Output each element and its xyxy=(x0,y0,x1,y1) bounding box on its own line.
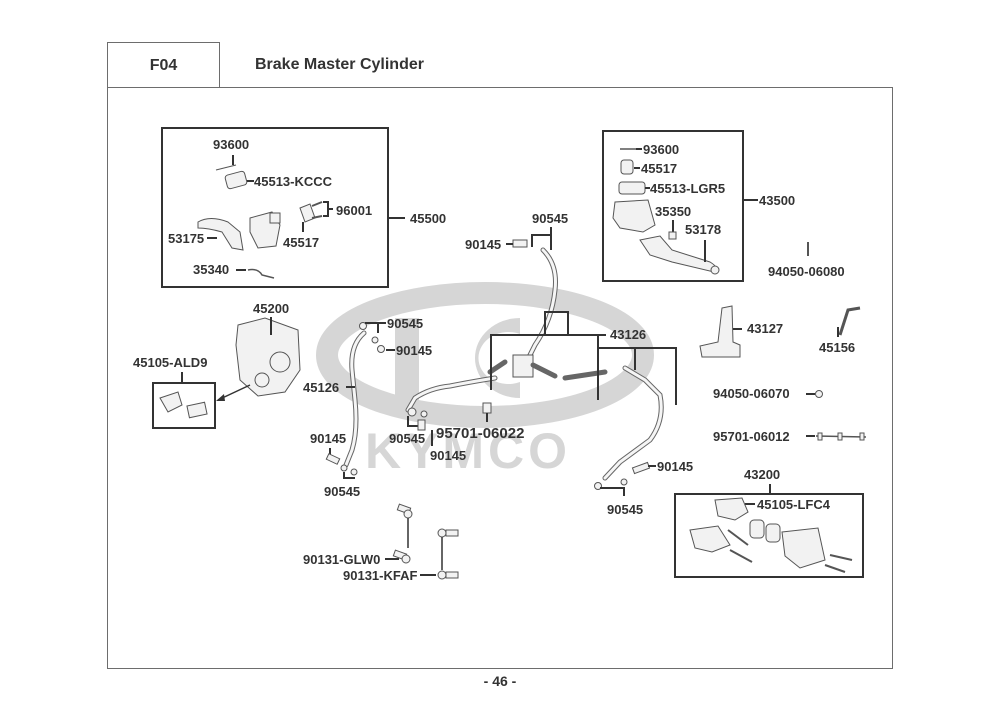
label-43500[interactable]: 43500 xyxy=(759,193,795,208)
bolt-95701-06022 xyxy=(482,402,492,414)
pad-b xyxy=(186,401,208,419)
cap-45513-kccc xyxy=(224,170,248,190)
label-35340[interactable]: 35340 xyxy=(193,262,229,277)
assembly-box-43200 xyxy=(674,493,864,578)
group-45126: 90545 90145 45126 90145 90545 xyxy=(303,316,432,499)
label-35350[interactable]: 35350 xyxy=(655,204,691,219)
group-43200: 43200 45105-LFC4 xyxy=(674,467,864,578)
screw-96001-a xyxy=(311,201,323,207)
kymco-watermark: KYMCO xyxy=(316,282,654,479)
label-90545-top[interactable]: 90545 xyxy=(532,211,568,226)
bolt-90145-left-top xyxy=(377,345,385,353)
group-90131: 90131-GLW0 90131-KFAF xyxy=(303,503,459,583)
section-code: F04 xyxy=(107,42,220,88)
label-53175[interactable]: 53175 xyxy=(168,231,204,246)
label-90131-kfaf[interactable]: 90131-KFAF xyxy=(343,568,417,583)
master-cylinder-cap-left xyxy=(269,212,281,224)
label-43126[interactable]: 43126 xyxy=(610,327,646,342)
leader-90545-top xyxy=(531,227,552,250)
part-94050-06070: 94050-06070 xyxy=(713,386,823,401)
lever-tip-53178 xyxy=(710,265,720,275)
label-90145-left-top[interactable]: 90145 xyxy=(396,343,432,358)
part-94050-06080: 94050-06080 xyxy=(768,242,845,279)
label-45517-right[interactable]: 45517 xyxy=(641,161,677,176)
label-45513-lgr5[interactable]: 45513-LGR5 xyxy=(650,181,725,196)
watermark-text: KYMCO xyxy=(365,423,571,479)
bolt-90131-kfaf xyxy=(437,570,447,580)
group-right-lower-fittings: 90145 90545 xyxy=(594,459,693,517)
label-90545-left-top[interactable]: 90545 xyxy=(387,316,423,331)
label-90145-left-bottom[interactable]: 90145 xyxy=(310,431,346,446)
pad-box-45105-ald9 xyxy=(152,382,216,429)
label-94050-06080[interactable]: 94050-06080 xyxy=(768,264,845,279)
assembly-box-45500 xyxy=(161,127,389,288)
pad-a xyxy=(159,391,183,413)
hose-system-43126: 90145 90545 43126 90545 90145 95701-0602… xyxy=(389,211,677,481)
watermark-ellipse xyxy=(316,282,654,428)
group-45156: 45156 xyxy=(819,306,861,355)
part-95701-06012: 95701-06012 xyxy=(713,429,867,444)
pin-93600 xyxy=(215,164,237,171)
label-90545-left-bottom[interactable]: 90545 xyxy=(324,484,360,499)
label-95701-06012[interactable]: 95701-06012 xyxy=(713,429,790,444)
master-cylinder-body-right xyxy=(612,199,656,233)
label-45513-kccc[interactable]: 45513-KCCC xyxy=(254,174,333,189)
label-45156[interactable]: 45156 xyxy=(819,340,855,355)
group-43127: 43127 xyxy=(699,305,783,358)
nut-94050-06070 xyxy=(815,390,823,398)
label-94050-06070[interactable]: 94050-06070 xyxy=(713,386,790,401)
label-93600[interactable]: 93600 xyxy=(213,137,249,152)
label-45105-ald9[interactable]: 45105-ALD9 xyxy=(133,355,207,370)
label-45105-lfc4[interactable]: 45105-LFC4 xyxy=(757,497,831,512)
leader-43126 xyxy=(490,311,677,405)
hose-joint xyxy=(512,354,534,378)
washer-90545-mid xyxy=(407,407,417,417)
label-45200[interactable]: 45200 xyxy=(253,301,289,316)
page-title: Brake Master Cylinder xyxy=(255,56,424,73)
bolt-90131-glw0 xyxy=(401,554,411,564)
leader-90545-left-bottom xyxy=(343,472,355,479)
label-95701-06022[interactable]: 95701-06022 xyxy=(436,425,524,442)
leader-90545-left-top xyxy=(365,322,386,333)
label-90131-glw0[interactable]: 90131-GLW0 xyxy=(303,552,380,567)
label-43127[interactable]: 43127 xyxy=(747,321,783,336)
bracket-43127 xyxy=(699,305,741,358)
leader-96001 xyxy=(323,201,333,217)
bolt-90145-right xyxy=(631,461,651,475)
switch-35340 xyxy=(247,268,275,279)
group-43500: 43500 93600 45517 45513-LGR5 35350 53178 xyxy=(602,130,795,282)
screw-96001-b xyxy=(311,215,323,219)
caliper-45200 xyxy=(235,317,301,397)
group-45500: 45500 93600 45513-KCCC 96001 45517 53175… xyxy=(161,127,446,288)
label-43200[interactable]: 43200 xyxy=(744,467,780,482)
label-90145-mid[interactable]: 90145 xyxy=(430,448,466,463)
cap-45513-lgr5 xyxy=(618,181,646,195)
pads-45105-lfc4 xyxy=(714,497,749,521)
bolt-90145-mid xyxy=(417,419,426,431)
diagram-frame xyxy=(107,87,893,669)
page-number: - 46 - xyxy=(483,673,517,689)
switch-45517-right xyxy=(620,159,634,175)
bolt-90145-left-bottom xyxy=(325,453,341,465)
caliper-43200 xyxy=(781,527,826,569)
lever-53175 xyxy=(197,218,244,251)
label-45517[interactable]: 45517 xyxy=(283,235,319,250)
label-96001[interactable]: 96001 xyxy=(336,203,372,218)
label-90545-mid[interactable]: 90545 xyxy=(389,431,425,446)
leader-90545-right xyxy=(600,487,625,496)
label-53178[interactable]: 53178 xyxy=(685,222,721,237)
bolt-90145-top xyxy=(512,239,528,248)
watermark-k-bar xyxy=(395,318,419,402)
label-93600-right[interactable]: 93600 xyxy=(643,142,679,157)
label-90145-right[interactable]: 90145 xyxy=(657,459,693,474)
label-90145-top[interactable]: 90145 xyxy=(465,237,501,252)
bracket-43200 xyxy=(689,525,731,553)
label-45500[interactable]: 45500 xyxy=(410,211,446,226)
sensor-45156 xyxy=(838,306,861,336)
switch-35350 xyxy=(668,231,677,240)
group-45200: 45200 45105-ALD9 xyxy=(133,301,301,429)
label-45126[interactable]: 45126 xyxy=(303,380,339,395)
label-90545-right[interactable]: 90545 xyxy=(607,502,643,517)
assembly-box-43500 xyxy=(602,130,744,282)
